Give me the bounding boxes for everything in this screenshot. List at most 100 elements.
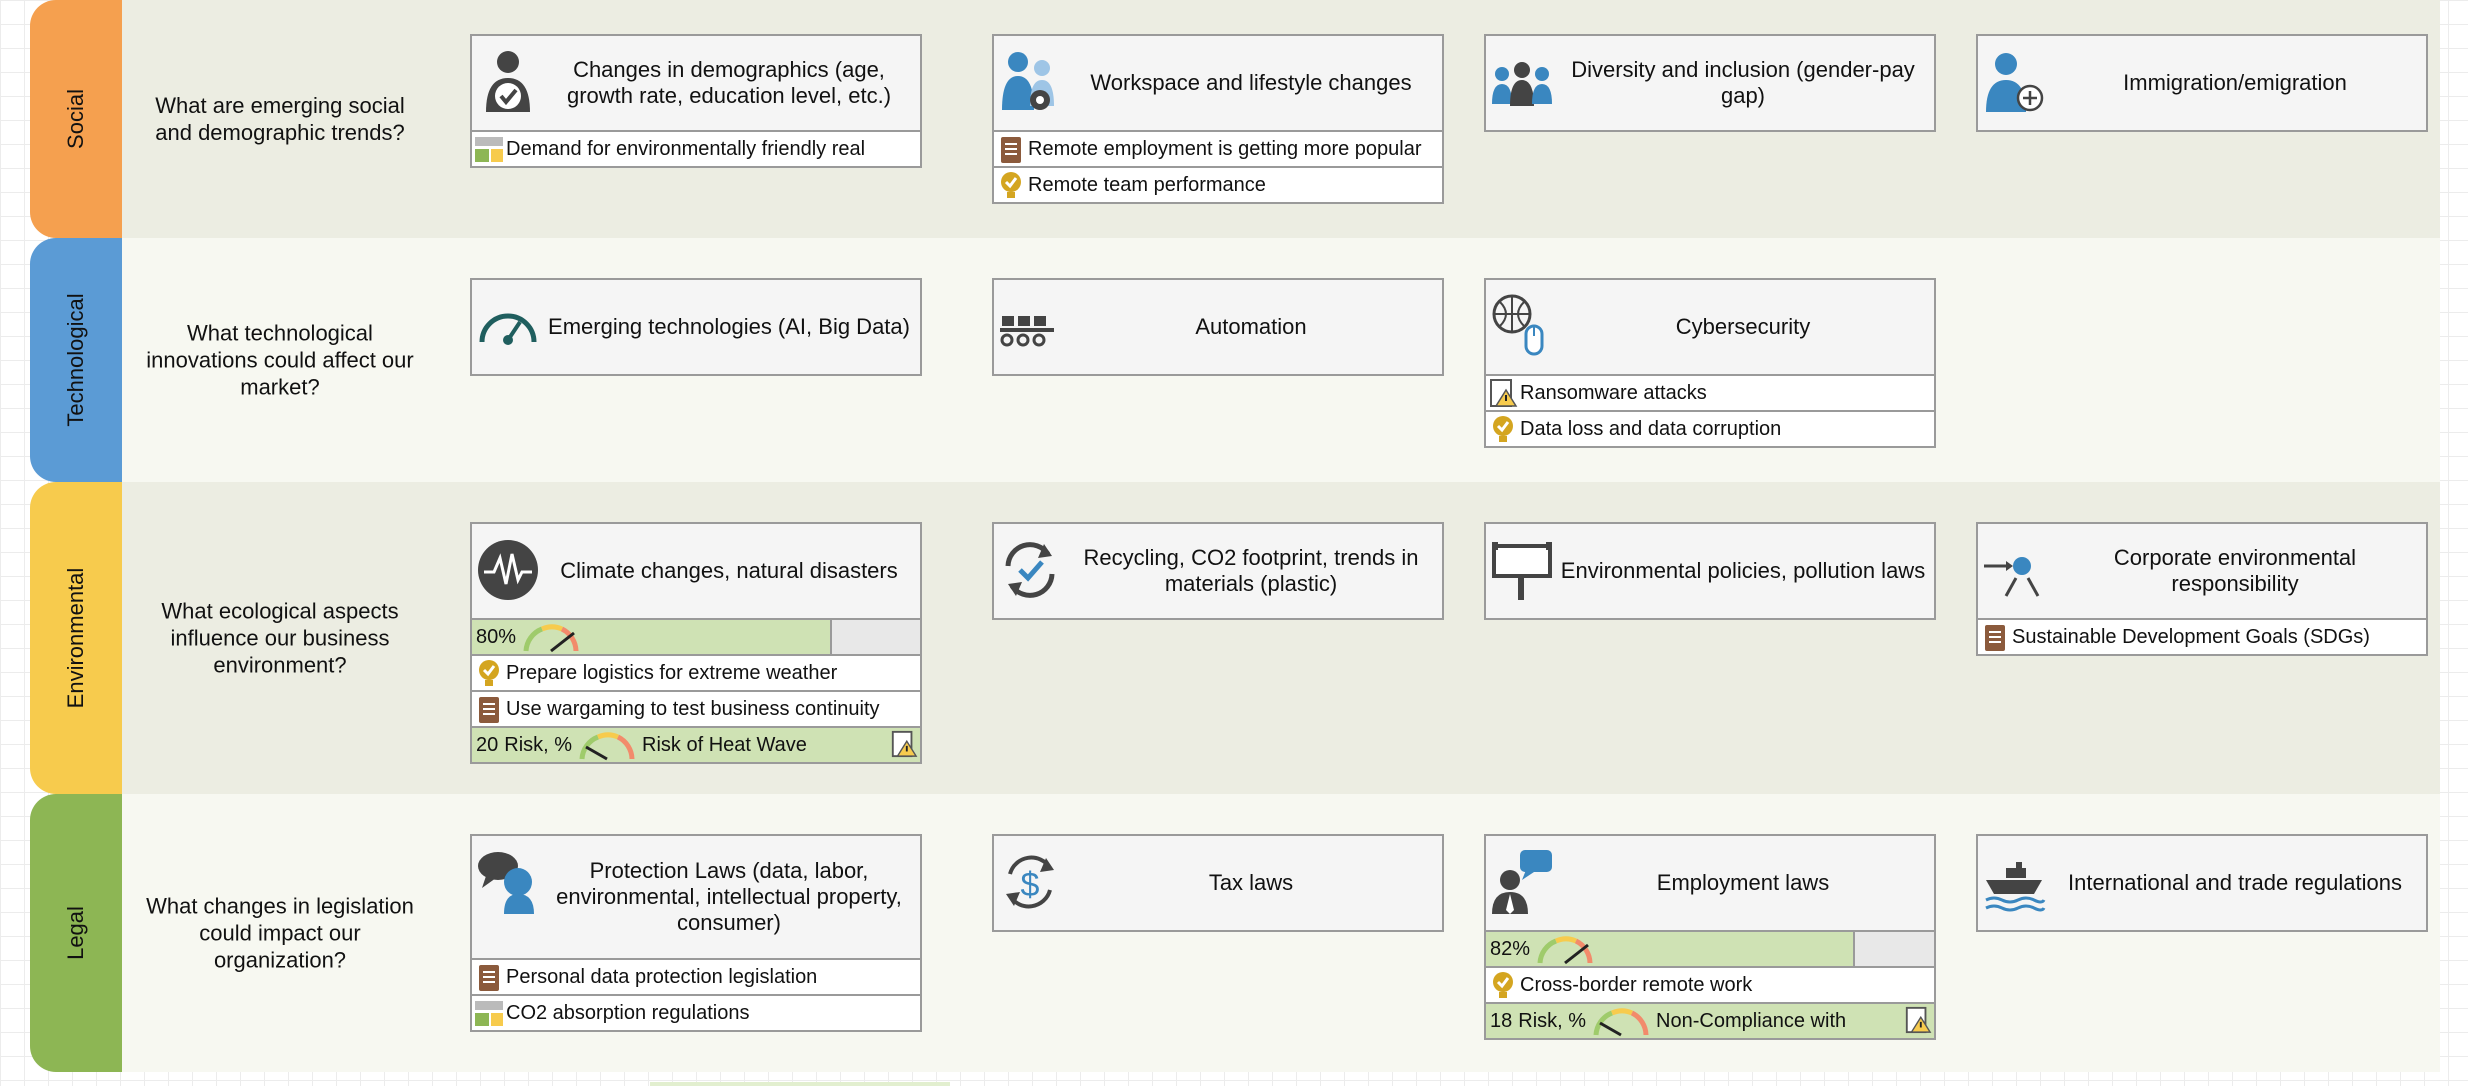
ship-icon	[1985, 862, 2046, 912]
card-immigration[interactable]: Immigration/emigration	[1976, 34, 2428, 132]
row-legal: Legal What changes in legislation could …	[30, 794, 2440, 1072]
card-corporate-responsibility[interactable]: Corporate environmental responsibility S…	[1976, 522, 2428, 656]
svg-text:$: $	[1021, 866, 1040, 904]
list-item[interactable]: Remote team performance	[994, 166, 1442, 202]
progress-bar: 80%	[472, 618, 920, 654]
speech-heads-icon	[478, 852, 534, 914]
gauge-icon	[1537, 936, 1593, 965]
warning-doc-icon	[891, 730, 918, 758]
risk-row[interactable]: 18 Risk, % Non-Compliance with	[1486, 1002, 1934, 1038]
row-question: What changes in legislation could impact…	[146, 893, 414, 973]
person-arrows-icon	[1984, 557, 2040, 597]
list-item[interactable]: Cross-border remote work	[1486, 966, 1934, 1002]
card-title: Protection Laws (data, labor, environmen…	[556, 858, 902, 935]
risk-name: Risk of Heat Wave	[642, 733, 807, 756]
card-tax-laws[interactable]: $ Tax laws	[992, 834, 1444, 932]
card-climate[interactable]: Climate changes, natural disasters 80% P…	[470, 522, 922, 764]
list-item[interactable]: CO2 absorption regulations	[472, 994, 920, 1030]
list-item[interactable]: Ransomware attacks	[1486, 374, 1934, 410]
row-social: Social What are emerging social and demo…	[30, 0, 2440, 238]
card-env-policies[interactable]: Environmental policies, pollution laws	[1484, 522, 1936, 620]
progress-bar: 82%	[1486, 930, 1934, 966]
clipboard-icon	[1985, 625, 2005, 651]
warning-doc-icon	[1905, 1006, 1932, 1034]
risk-value: 18	[1490, 1009, 1513, 1032]
group-icon	[1492, 62, 1552, 106]
card-diversity[interactable]: Diversity and inclusion (gender-pay gap)	[1484, 34, 1936, 132]
card-title: Diversity and inclusion (gender-pay gap)	[1571, 57, 1915, 108]
lightbulb-check-icon	[479, 660, 499, 686]
card-title: Workspace and lifestyle changes	[1090, 70, 1412, 95]
lightbulb-check-icon	[1001, 172, 1021, 198]
progress-label: 80%	[476, 625, 517, 648]
card-title: Environmental policies, pollution laws	[1560, 558, 1926, 583]
billboard-icon	[1492, 542, 1552, 600]
globe-mouse-icon	[1492, 294, 1544, 356]
gauge-icon	[523, 624, 579, 653]
card-title: Tax laws	[1208, 870, 1294, 895]
risk-unit: Risk, %	[1518, 1009, 1587, 1032]
card-automation[interactable]: Automation	[992, 278, 1444, 376]
scroll-stub	[650, 1082, 950, 1086]
list-item[interactable]: Remote employment is getting more popula…	[994, 130, 1442, 166]
card-title: Employment laws	[1656, 870, 1830, 895]
card-title: Cybersecurity	[1675, 314, 1811, 339]
list-item-text: Remote team performance	[1028, 173, 1266, 196]
risk-row[interactable]: 20 Risk, % Risk of Heat Wave	[472, 726, 920, 762]
list-item-text: Demand for environmentally friendly real	[506, 137, 866, 160]
tab-label: Technological	[63, 293, 88, 427]
row-question: What are emerging social and demographic…	[155, 93, 405, 145]
card-title: Changes in demographics (age, growth rat…	[566, 57, 892, 108]
list-item[interactable]: Sustainable Development Goals (SDGs)	[1978, 618, 2426, 654]
list-item[interactable]: Prepare logistics for extreme weather	[472, 654, 920, 690]
list-item-text: Cross-border remote work	[1520, 973, 1753, 996]
card-employment-laws[interactable]: Employment laws 82% Cross-border remote …	[1484, 834, 1936, 1040]
card-emerging-tech[interactable]: Emerging technologies (AI, Big Data)	[470, 278, 922, 376]
card-workspace[interactable]: Workspace and lifestyle changes Remote e…	[992, 34, 1444, 204]
people-gear-icon	[1002, 52, 1054, 110]
risk-unit: Risk, %	[504, 733, 573, 756]
card-trade-regulations[interactable]: International and trade regulations	[1976, 834, 2428, 932]
list-item[interactable]: Use wargaming to test business continuit…	[472, 690, 920, 726]
card-title: Climate changes, natural disasters	[560, 558, 898, 583]
tab-environmental[interactable]: Environmental	[30, 482, 122, 794]
risk-gauge-icon	[1593, 1008, 1649, 1037]
warning-doc-icon	[1490, 379, 1518, 407]
bar-chart-icon	[475, 1001, 503, 1026]
list-item[interactable]: Data loss and data corruption	[1486, 410, 1934, 446]
tab-label: Legal	[63, 906, 88, 960]
card-title: Recycling, CO2 footprint, trends in mate…	[1083, 545, 1419, 596]
list-item-text: CO2 absorption regulations	[506, 1001, 750, 1024]
card-recycling[interactable]: Recycling, CO2 footprint, trends in mate…	[992, 522, 1444, 620]
risk-value: 20	[476, 733, 499, 756]
dollar-cycle-icon: $	[1006, 855, 1054, 909]
list-item-text: Prepare logistics for extreme weather	[506, 661, 838, 684]
person-add-icon	[1986, 53, 2044, 112]
card-cybersecurity[interactable]: Cybersecurity Ransomware attacks Data lo…	[1484, 278, 1936, 448]
progress-label: 82%	[1490, 937, 1531, 960]
risk-name: Non-Compliance with	[1656, 1009, 1847, 1032]
clipboard-icon	[479, 697, 499, 723]
card-title: International and trade regulations	[2068, 870, 2402, 895]
list-item-text: Data loss and data corruption	[1520, 417, 1782, 440]
tab-social[interactable]: Social	[30, 0, 122, 238]
tab-technological[interactable]: Technological	[30, 238, 122, 482]
card-title: Emerging technologies (AI, Big Data)	[548, 314, 910, 339]
clipboard-icon	[1001, 137, 1021, 163]
list-item-text: Use wargaming to test business continuit…	[506, 697, 880, 720]
list-item[interactable]: Demand for environmentally friendly real	[472, 130, 920, 166]
card-demographics[interactable]: Changes in demographics (age, growth rat…	[470, 34, 922, 168]
clipboard-icon	[479, 965, 499, 991]
tab-legal[interactable]: Legal	[30, 794, 122, 1072]
row-question: What technological innovations could aff…	[146, 320, 414, 400]
row-environmental: Environmental What ecological aspects in…	[30, 482, 2440, 794]
gauge-icon	[479, 313, 537, 345]
card-title: Automation	[1195, 314, 1307, 339]
card-protection-laws[interactable]: Protection Laws (data, labor, environmen…	[470, 834, 922, 1032]
conveyor-icon	[1000, 316, 1054, 347]
tab-label: Environmental	[63, 567, 88, 709]
list-item-text: Remote employment is getting more popula…	[1028, 137, 1422, 160]
risk-gauge-icon	[579, 732, 635, 761]
list-item[interactable]: Personal data protection legislation	[472, 958, 920, 994]
person-check-icon	[486, 51, 530, 112]
